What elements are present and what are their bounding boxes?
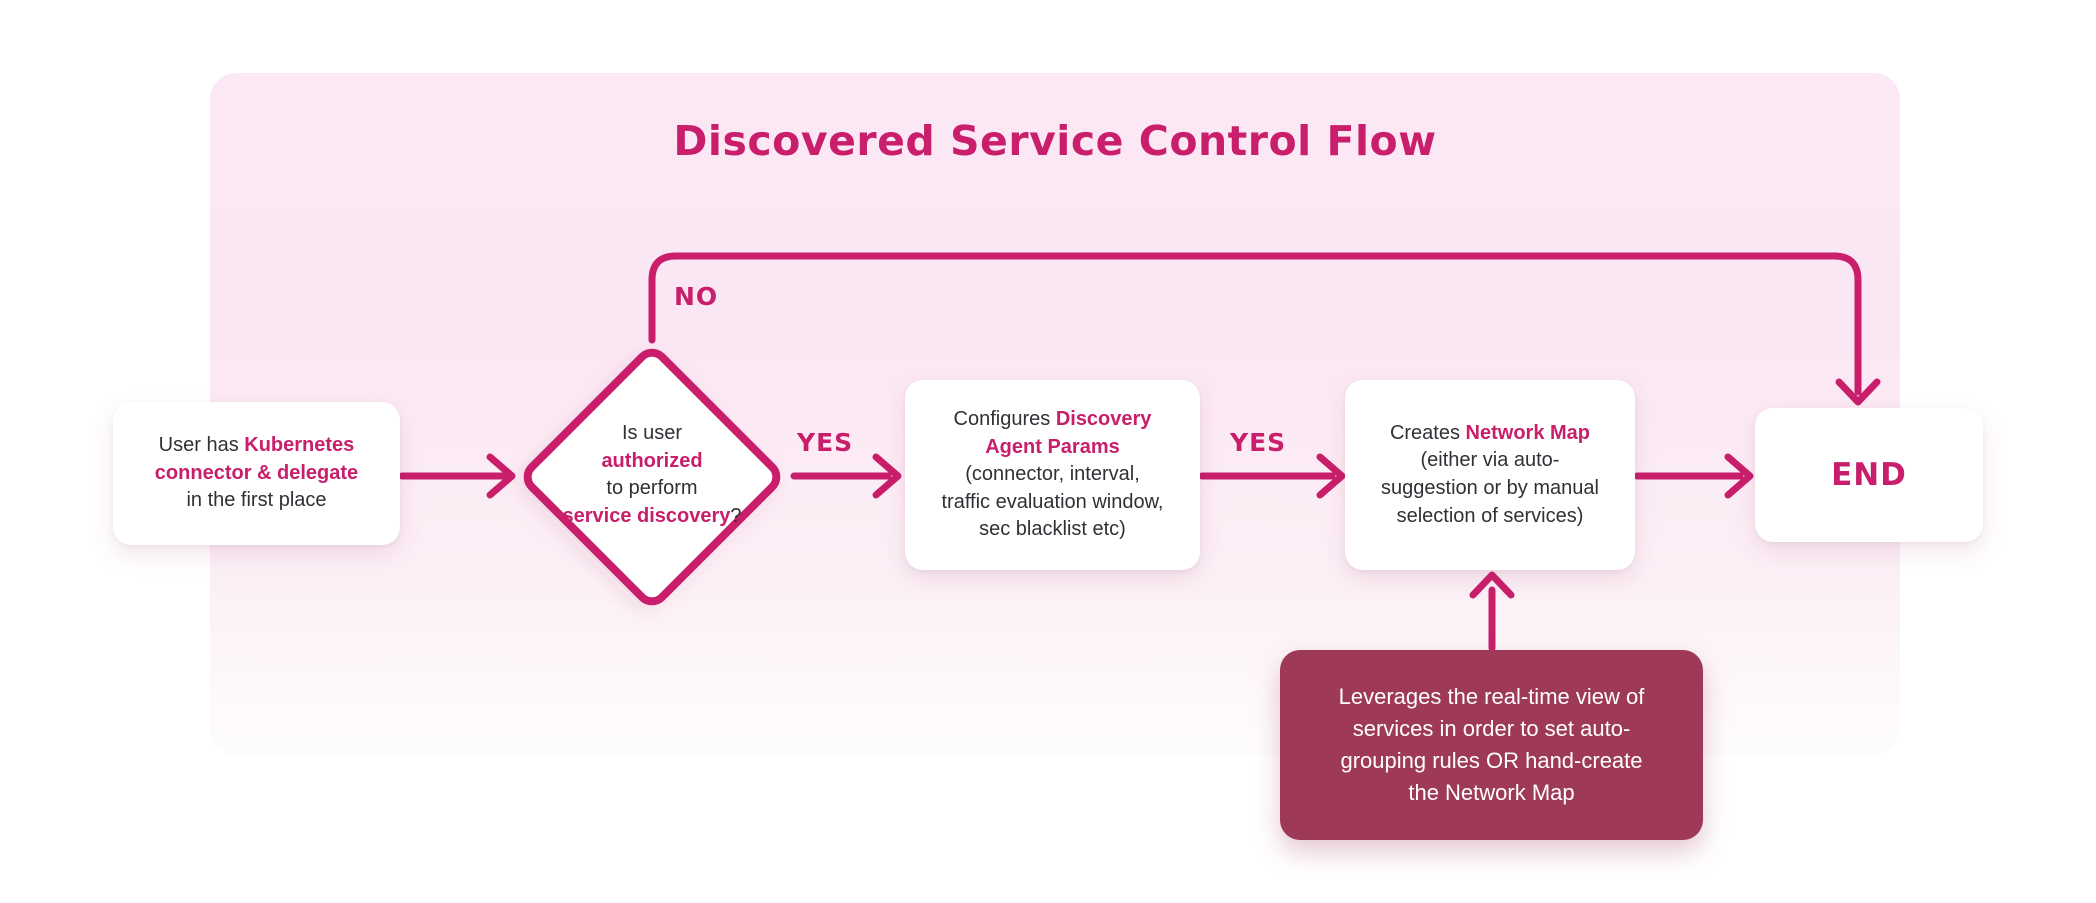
node-configure: Configures Discovery Agent Params (conne… [905,380,1200,570]
annotation-note: Leverages the real-time view of services… [1280,650,1703,840]
node-configure-text: Configures Discovery Agent Params (conne… [941,408,1164,541]
edge-label-no: NO [674,282,719,311]
node-start: User has Kubernetes connector & delegate… [113,402,400,545]
node-create-map: Creates Network Map (either via auto- su… [1345,380,1635,570]
edge-label-yes-2: YES [1230,428,1287,457]
edge-label-yes-1: YES [797,428,854,457]
node-end: END [1755,408,1983,542]
node-end-text: END [1831,456,1907,493]
node-decision-text: Is user authorized to perform service di… [562,422,742,527]
node-start-text: User has Kubernetes connector & delegate… [154,434,359,512]
diagram-title: Discovered Service Control Flow [673,117,1437,165]
node-create-map-text: Creates Network Map (either via auto- su… [1381,421,1599,527]
